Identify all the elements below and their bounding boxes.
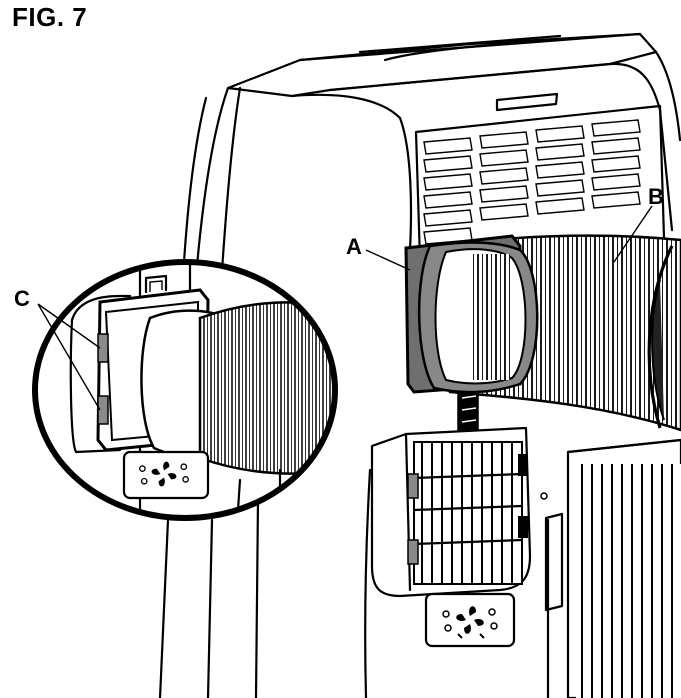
figure-title: FIG. 7 (12, 2, 88, 32)
callout-leaders (37, 205, 653, 411)
callout-a-label: A (346, 234, 362, 259)
clip-upper (97, 333, 109, 363)
lower-intake-grille (544, 438, 681, 698)
fan-symbol-icon (442, 606, 498, 639)
exhaust-hose (404, 234, 681, 432)
callout-c-label: C (14, 286, 30, 311)
magnified-inset (32, 259, 338, 521)
vent-panel (370, 426, 548, 648)
clip-lower (97, 395, 109, 425)
fan-symbol-inset-icon (139, 461, 189, 487)
callout-b-label: B (648, 184, 664, 209)
